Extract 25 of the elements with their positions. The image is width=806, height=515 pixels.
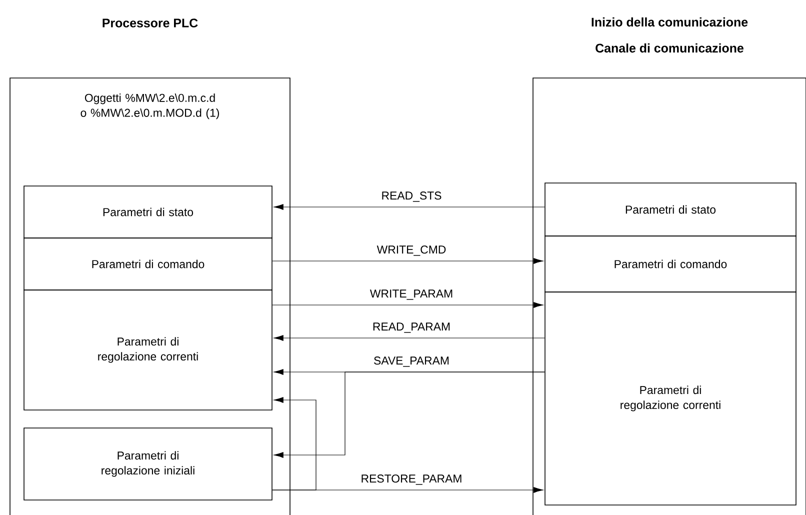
arrow (272, 397, 316, 490)
parameter-box: Parametri di regolazione correnti (24, 290, 272, 410)
parameter-box: Parametri di regolazione iniziali (24, 428, 272, 500)
arrow (274, 204, 545, 210)
column-heading: Canale di comunicazione (596, 43, 744, 53)
parameter-box: Parametri di comando (544, 236, 796, 292)
object-note: Oggetti %MW\2.e\0.m.c.d o %MW\2.e\0.m.MOD.d (1) (80, 94, 219, 120)
column-frame (532, 17, 806, 515)
edge-label: READ_PARAM (371, 322, 452, 334)
edge-label: SAVE_PARAM (372, 356, 450, 368)
parameter-box: Parametri di comando (24, 238, 272, 290)
column-frame (10, 18, 290, 515)
arrow (272, 302, 544, 308)
edge-label: READ_STS (380, 190, 443, 203)
edge-label: WRITE_CMD (376, 244, 448, 257)
parameter-box: Parametri di stato (544, 182, 796, 236)
column-heading: Processore PLC (102, 18, 198, 28)
parameter-box: Parametri di regolazione correnti (544, 292, 796, 506)
column-heading: Inizio della comunicazione (592, 17, 748, 27)
arrow (274, 335, 545, 341)
arrow (272, 258, 544, 264)
edge-label: RESTORE_PARAM (360, 474, 464, 486)
parameter-box: Parametri di stato (24, 186, 272, 238)
arrow (274, 372, 545, 458)
edge-label: WRITE_PARAM (368, 288, 454, 301)
